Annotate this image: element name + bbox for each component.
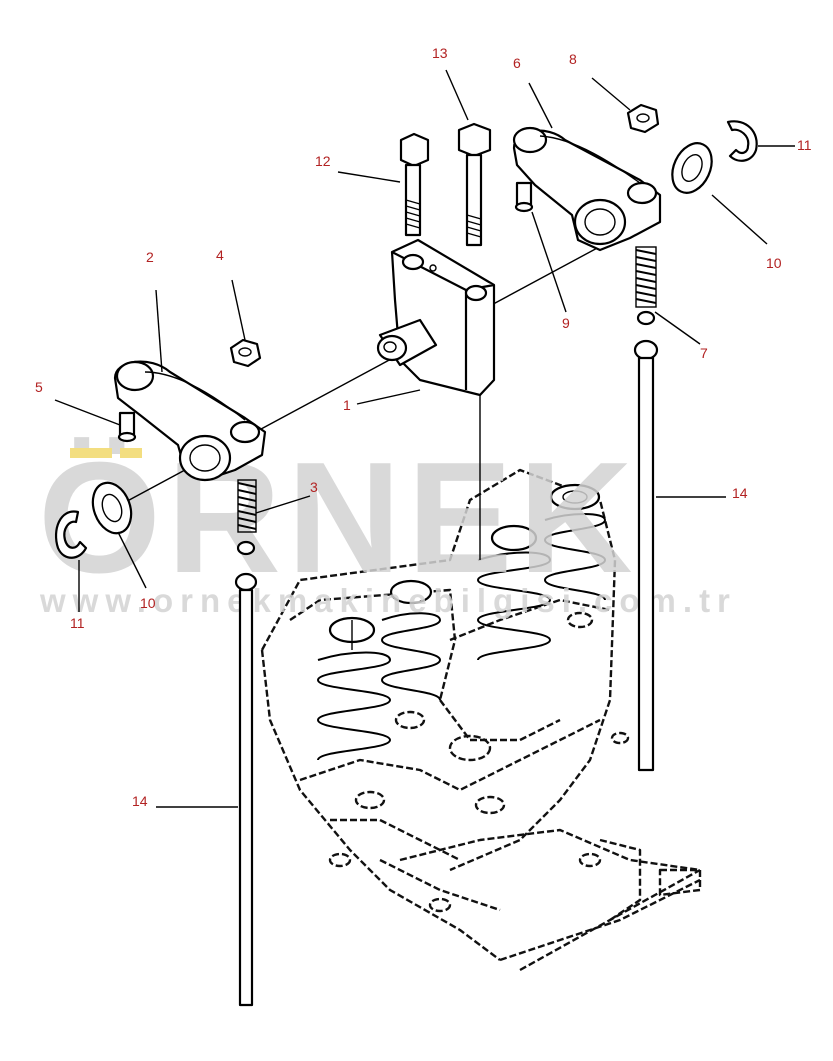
valve-spring-right-rear [543, 483, 607, 601]
bolt-13 [457, 122, 492, 247]
callout-8: 8 [569, 51, 577, 67]
rocker-arm-right [512, 126, 662, 252]
callout-10a: 10 [140, 595, 156, 611]
leader-lines [54, 69, 795, 808]
valve-spring-right-front [476, 524, 552, 661]
watermark-accent-left [70, 448, 112, 458]
callout-1: 1 [343, 397, 351, 413]
bolt-12 [399, 132, 430, 237]
callout-11a: 11 [70, 615, 85, 631]
nut-8 [626, 103, 660, 134]
callout-9: 9 [562, 315, 570, 331]
spring-3 [236, 479, 257, 556]
nut-4 [229, 338, 262, 368]
callout-11b: 11 [797, 137, 812, 153]
watermark-logo: ÖRNEK [38, 430, 639, 606]
callout-14b: 14 [732, 485, 748, 501]
circlip-11-left [54, 510, 88, 559]
valve-spring-middle [380, 579, 442, 701]
adjuster-screw-5 [117, 411, 137, 443]
watermark: ÖRNEK www.ornekmakinebilgisi.com.tr [38, 430, 737, 619]
valve-spring-left [316, 616, 392, 761]
washer-10-right [671, 142, 713, 194]
callout-3: 3 [310, 479, 318, 495]
spring-7 [635, 246, 657, 326]
rocker-arm-left [113, 360, 267, 482]
rocker-support-bracket [376, 238, 496, 560]
watermark-url: www.ornekmakinebilgisi.com.tr [39, 582, 737, 619]
cylinder-head-drawing [260, 468, 702, 972]
callout-2: 2 [146, 249, 154, 265]
callout-5: 5 [35, 379, 43, 395]
callout-6: 6 [513, 55, 521, 71]
circlip-11-right [726, 120, 758, 162]
callout-13: 13 [432, 45, 448, 61]
push-rod-left [234, 572, 258, 1007]
adjuster-screw-9 [514, 181, 534, 213]
callout-labels: 1 2 3 4 5 6 7 8 9 10 10 11 11 12 13 14 1… [35, 45, 812, 809]
washer-10-left [91, 481, 133, 535]
push-rod-right [633, 339, 659, 772]
callout-14a: 14 [132, 793, 148, 809]
callout-12: 12 [315, 153, 331, 169]
callout-7: 7 [700, 345, 708, 361]
callout-10b: 10 [766, 255, 782, 271]
callout-4: 4 [216, 247, 224, 263]
watermark-accent-right [120, 448, 142, 458]
